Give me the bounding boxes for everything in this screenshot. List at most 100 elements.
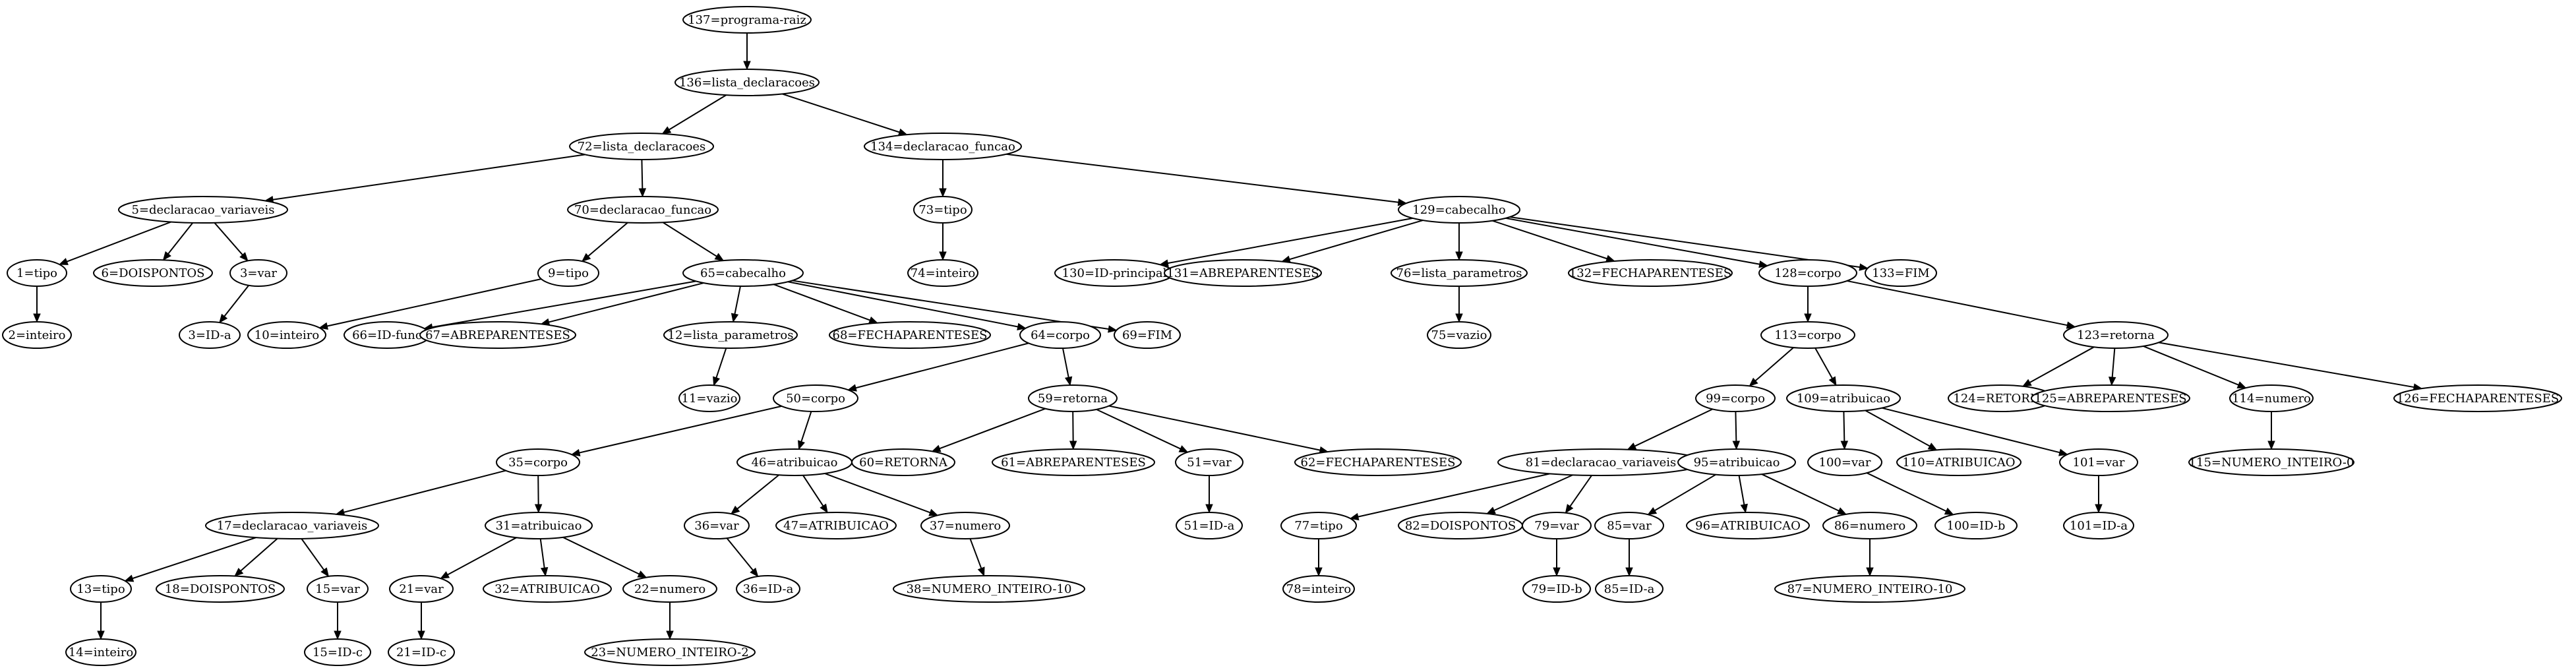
edge-95-to-85 [1654, 473, 1716, 512]
node-ellipse [65, 638, 136, 666]
arrowhead-85-to-85b [1625, 567, 1633, 577]
edge-12-to-11 [715, 348, 727, 379]
node-label: 21=ID-c [396, 646, 446, 659]
node-label: 68=FECHAPARENTESES [833, 328, 988, 342]
edge-81-to-77 [1358, 473, 1550, 518]
node-133-fim: 133=FIM [1865, 259, 1937, 287]
edge-31-to-32 [539, 538, 545, 568]
arrowhead-95-to-86 [1837, 507, 1847, 515]
node-label: 132=FECHAPARENTESES [1569, 266, 1731, 280]
node-label: 114=numero [2232, 392, 2311, 406]
node-64-corpo: 64=corpo [1019, 321, 1101, 349]
arrowhead-113-to-109 [1828, 376, 1837, 386]
arrowhead-46-to-37 [928, 508, 939, 516]
node-label: 85=ID-a [1604, 582, 1655, 596]
node-label: 86=numero [1834, 519, 1905, 533]
arrowhead-109-to-101 [2058, 448, 2068, 456]
edge-9-to-10 [326, 278, 542, 327]
node-ellipse [1758, 259, 1857, 287]
edge-65-to-66 [432, 280, 696, 328]
node-label: 62=FECHAPARENTESES [1301, 456, 1456, 470]
node-10-inteiro: 10=inteiro [247, 321, 326, 349]
node-label: 78=inteiro [1286, 582, 1351, 596]
node-51-var: 51=var [1175, 448, 1243, 476]
edge-65-to-64 [787, 281, 1019, 328]
node-136-lista-declaracoes: 136=lista_declaracoes [674, 69, 820, 96]
node-12-lista-parametros: 12=lista_parametros [663, 321, 798, 349]
node-label: 9=tipo [548, 266, 589, 280]
node-ellipse [389, 575, 454, 603]
node-101-var: 101=var [2059, 448, 2138, 476]
node-ellipse [304, 638, 371, 666]
edge-81-to-79 [1569, 475, 1592, 507]
arrowhead-59-to-61 [1069, 441, 1077, 450]
node-79-var: 79=var [1522, 512, 1592, 539]
node-ellipse [584, 638, 756, 666]
node-38-numero-inteiro-10: 38=NUMERO_INTEIRO-10 [893, 575, 1085, 603]
node-62-fechaparenteses: 62=FECHAPARENTESES [1294, 448, 1462, 476]
node-126-fechaparenteses: 126=FECHAPARENTESES [2393, 384, 2562, 412]
edge-37-to-38 [969, 538, 982, 569]
node-6-doispontos: 6=DOISPONTOS [93, 259, 213, 287]
arrowhead-100-to-100b [1944, 507, 1954, 515]
edge-17-to-18 [240, 537, 278, 572]
edge-134-to-129 [1006, 153, 1399, 203]
node-label: 100=var [1819, 456, 1871, 470]
arrowhead-5-to-1 [58, 258, 69, 265]
node-ellipse [1786, 384, 1901, 412]
node-ellipse [864, 133, 1022, 160]
edge-109-to-110 [1865, 410, 1931, 447]
node-label: 66=ID-func [352, 328, 422, 342]
node-label: 137=programa-raiz [688, 13, 806, 27]
node-101-id-a: 101=ID-a [2063, 512, 2134, 539]
node-70-declaracao-funcao: 70=declaracao_funcao [567, 196, 719, 224]
edge-99-to-95 [1735, 411, 1737, 442]
node-65-cabecalho: 65=cabecalho [682, 259, 804, 287]
node-82-doispontos: 82=DOISPONTOS [1398, 512, 1523, 539]
arrowhead-50-to-46 [798, 440, 805, 450]
tree-nodes: 137=programa-raiz136=lista_declaracoes72… [2, 6, 2562, 666]
node-label: 85=var [1607, 519, 1652, 533]
arrowhead-128-to-113 [1804, 313, 1812, 323]
node-label: 60=RETORNA [859, 456, 948, 470]
edge-70-to-9 [587, 222, 628, 257]
node-label: 37=numero [930, 519, 1001, 533]
node-label: 115=NUMERO_INTEIRO-0 [2189, 456, 2354, 470]
node-31-atribuicao: 31=atribuicao [485, 512, 593, 539]
node-label: 18=DOISPONTOS [165, 582, 276, 596]
node-32-atribuicao: 32=ATRIBUICAO [483, 575, 612, 603]
arrowhead-129-to-76 [1455, 251, 1463, 261]
edge-65-to-68 [773, 284, 870, 321]
node-label: 11=vazio [682, 392, 738, 406]
arrowhead-79-to-79b [1553, 567, 1561, 577]
node-ellipse [205, 512, 379, 539]
arrowhead-109-to-100 [1840, 441, 1849, 450]
node-96-atribuicao: 96=ATRIBUICAO [1686, 512, 1810, 539]
edge-5-to-1 [67, 221, 171, 262]
node-ellipse [1398, 196, 1520, 224]
arrowhead-134-to-73 [939, 188, 947, 198]
node-label: 17=declaracao_variaveis [217, 519, 368, 533]
arrowhead-31-to-32 [540, 566, 549, 577]
node-60-retorna: 60=RETORNA [851, 448, 955, 476]
arrowhead-21-to-21b [417, 630, 425, 640]
node-label: 64=corpo [1031, 328, 1090, 342]
edge-59-to-60 [939, 408, 1046, 450]
arrowhead-136-to-72 [661, 126, 672, 135]
edge-95-to-86 [1761, 473, 1840, 512]
arrowhead-101-to-101b [2095, 504, 2103, 514]
node-81-declaracao-variaveis: 81=declaracao_variaveis [1497, 448, 1704, 476]
node-ellipse [1427, 321, 1491, 349]
node-85-var: 85=var [1594, 512, 1664, 539]
node-label: 79=var [1534, 519, 1579, 533]
node-ellipse [1019, 321, 1101, 349]
arrowhead-72-to-70 [638, 188, 647, 198]
arrowhead-76-to-75 [1455, 313, 1463, 323]
arrowhead-99-to-95 [1732, 441, 1741, 450]
edge-50-to-46 [800, 411, 812, 442]
node-114-numero: 114=numero [2229, 384, 2314, 412]
arrowhead-73-to-74 [939, 251, 947, 261]
arrowhead-1-to-2 [33, 313, 41, 323]
node-ellipse [2059, 448, 2138, 476]
node-51-id-a: 51=ID-a [1176, 512, 1243, 539]
